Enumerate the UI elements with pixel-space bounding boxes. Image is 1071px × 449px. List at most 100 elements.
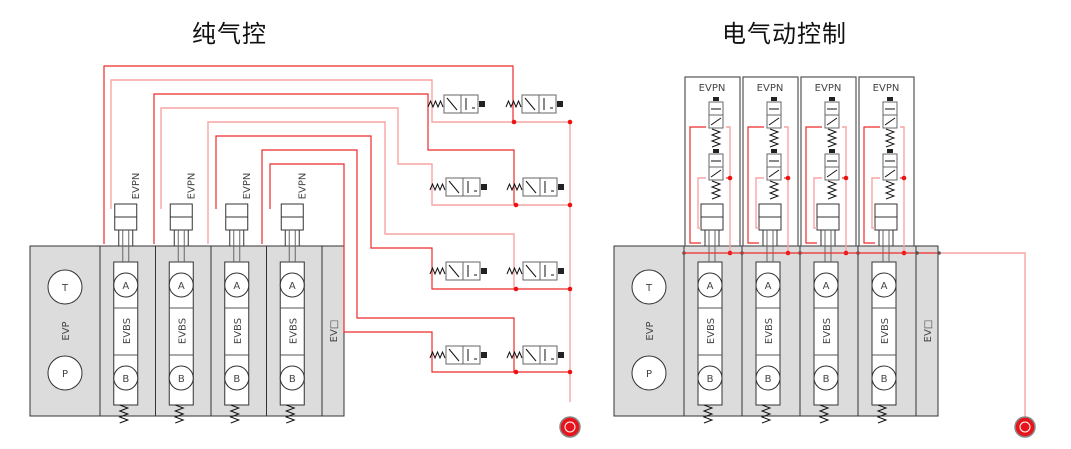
actuator-cylinder (169, 203, 193, 262)
solenoid-valve (766, 149, 782, 200)
end-block-label: EV□ (923, 320, 934, 343)
pilot-bus-line (939, 252, 1026, 417)
pilot-line (215, 135, 570, 290)
spring-icon (427, 99, 444, 109)
spring-icon (229, 404, 241, 424)
solenoid-valve (766, 97, 782, 148)
button-icon (557, 101, 563, 107)
pilot-line (842, 126, 847, 252)
port-b-icon (279, 365, 305, 391)
button-icon (481, 184, 487, 190)
section-label: EVBS (288, 318, 299, 344)
solenoid-icon (829, 149, 835, 153)
pilot-valve (429, 345, 487, 365)
section-label: EVBS (880, 318, 891, 344)
flow-arrow-icon (884, 117, 896, 126)
pilot-valve (429, 177, 487, 197)
section-label: EVBS (764, 318, 775, 344)
section-label: EVBS (122, 318, 133, 344)
end-block: EV□ (321, 245, 345, 417)
flow-arrow-icon (448, 348, 460, 362)
flow-arrow-icon (710, 169, 722, 178)
solenoid-valve (708, 149, 724, 200)
port-b-label: B (823, 374, 830, 385)
spring-icon (505, 99, 522, 109)
end-block-body (915, 245, 939, 417)
actuator-label: EVPN (815, 83, 842, 94)
flow-arrow-icon (525, 348, 537, 362)
pilot-line (784, 126, 789, 252)
junction-dot (937, 251, 941, 255)
spring-icon (429, 350, 446, 360)
pilot-valve (506, 261, 564, 281)
port-a-label: A (881, 281, 888, 292)
left-pilot-lines (103, 65, 581, 438)
port-a-label: A (707, 281, 714, 292)
port-b-icon (113, 365, 139, 391)
port-b-label: B (881, 374, 888, 385)
pilot-line (747, 126, 764, 244)
port-b-label: B (289, 374, 296, 385)
pilot-line (103, 65, 514, 244)
port-b-icon (871, 365, 897, 391)
actuator-label: EVPN (873, 83, 900, 94)
end-block: EV□ (915, 245, 939, 417)
button-icon (558, 184, 564, 190)
port-b-icon (813, 365, 839, 391)
valve-cell (539, 261, 558, 281)
solenoid-icon (713, 149, 719, 153)
valve-section: A B EVBS (857, 245, 917, 424)
port-b-label: B (707, 374, 714, 385)
port-a-icon (697, 272, 723, 298)
port-a-icon (168, 272, 194, 298)
port-t-icon (631, 269, 667, 305)
actuator-cylinder (874, 203, 898, 262)
port-b-label: B (178, 374, 185, 385)
solenoid-icon (771, 97, 777, 101)
pilot-line (160, 107, 570, 209)
port-a-label: A (233, 281, 240, 292)
spring-icon (429, 266, 446, 276)
actuator-label: EVPN (699, 83, 726, 94)
port-t-icon (47, 269, 83, 305)
valve-cell (538, 94, 557, 114)
actuator-label: EVPN (186, 173, 197, 200)
valve-cell (462, 345, 481, 365)
port-a-icon (113, 272, 139, 298)
flow-arrow-icon (448, 180, 460, 194)
pilot-line (697, 177, 706, 229)
junction-dot (513, 369, 519, 375)
section-label: EVBS (233, 318, 244, 344)
spring-icon (284, 404, 296, 424)
solenoid-valve (708, 97, 724, 148)
port-p-icon (631, 355, 667, 391)
port-t-label: T (61, 283, 69, 294)
port-t-label: T (645, 283, 653, 294)
junction-dot (513, 202, 519, 208)
port-b-icon (697, 365, 723, 391)
pilot-valve (506, 345, 564, 365)
solenoid-icon (829, 97, 835, 101)
port-p-icon (47, 355, 83, 391)
flow-arrow-icon (448, 264, 460, 278)
junction-dot (567, 202, 573, 208)
valve-cell (462, 261, 481, 281)
actuator-cylinder (758, 203, 782, 262)
valve-cell (539, 177, 558, 197)
junction-dot (915, 251, 919, 255)
title-pure-pneumatic: 纯气控 (192, 20, 267, 48)
spring-icon (118, 404, 130, 424)
actuator-cylinder (700, 203, 724, 262)
solenoid-valve (824, 97, 840, 148)
air-source (559, 416, 581, 438)
solenoid-icon (887, 149, 893, 153)
spring-icon (818, 404, 830, 424)
actuator-cylinder (280, 203, 304, 262)
port-a-icon (755, 272, 781, 298)
